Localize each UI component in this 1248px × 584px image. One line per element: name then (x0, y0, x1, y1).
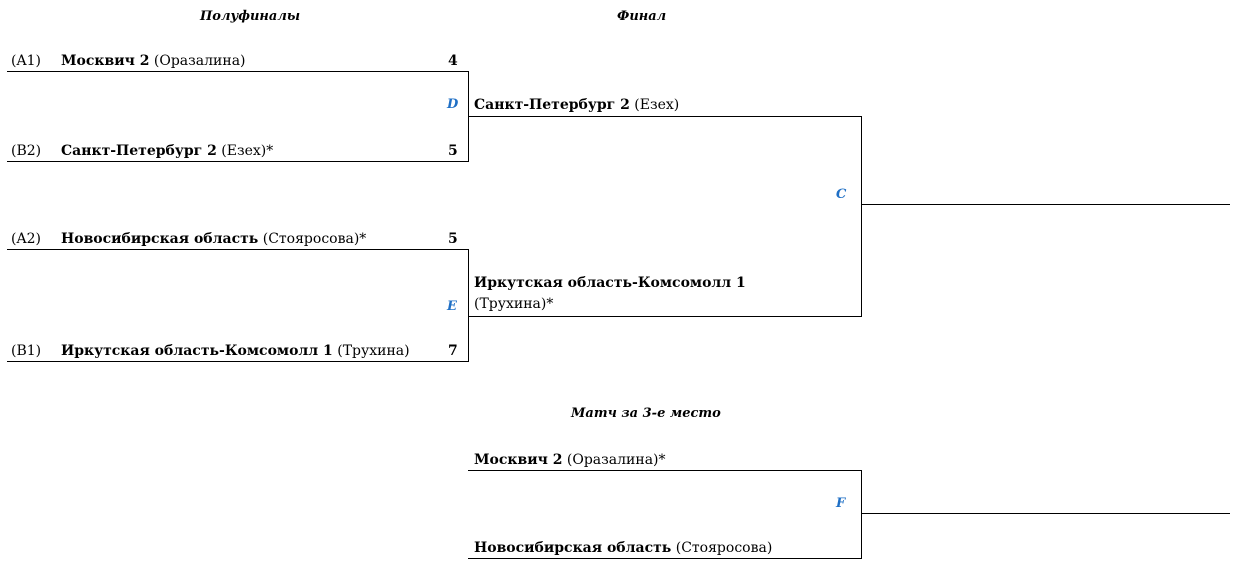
seed-label: (A2) (11, 231, 41, 247)
score: 4 (448, 53, 458, 69)
third-place-winner-line (861, 513, 1230, 514)
team-name: Новосибирская область (474, 540, 672, 556)
player-name: (Стояросова) (675, 540, 773, 556)
score: 7 (448, 343, 458, 359)
team-name: Москвич 2 (61, 53, 150, 69)
player-name: (Трухина) (337, 343, 410, 359)
third-place-entry-2: Новосибирская область (Стояросова) (474, 539, 772, 557)
bracket-line (7, 249, 469, 250)
bracket-line (7, 161, 469, 162)
team-label: Новосибирская область (Стояросова)* (61, 230, 366, 248)
third-place-header: Матч за 3-е место (571, 406, 721, 421)
champion-line (861, 204, 1230, 205)
player-name: (Езех)* (221, 143, 274, 159)
team-name: Санкт-Петербург 2 (474, 97, 630, 113)
bracket-connector (861, 116, 862, 317)
game-id-c: C (836, 187, 847, 202)
player-name: (Оразалина) (153, 53, 246, 69)
bracket-connector (861, 470, 862, 559)
semifinals-header: Полуфиналы (200, 9, 301, 24)
third-place-entry-1: Москвич 2 (Оразалина)* (474, 451, 666, 469)
score: 5 (448, 231, 458, 247)
final-entry-1: Санкт-Петербург 2 (Езех) (474, 96, 679, 114)
bracket-line (468, 470, 862, 471)
player-name: (Трухина)* (474, 296, 554, 312)
player-name: (Стояросова)* (262, 231, 367, 247)
player-name: (Оразалина)* (566, 452, 666, 468)
score: 5 (448, 143, 458, 159)
team-name: Москвич 2 (474, 452, 563, 468)
team-name: Новосибирская область (61, 231, 259, 247)
bracket-line (468, 116, 862, 117)
bracket-line (7, 71, 469, 72)
bracket-line (468, 316, 862, 317)
team-label: Москвич 2 (Оразалина) (61, 52, 246, 70)
seed-label: (B1) (11, 343, 42, 359)
team-name: Иркутская область-Комсомолл 1 (474, 275, 746, 291)
game-id-f: F (836, 496, 846, 511)
bracket-line (468, 558, 862, 559)
player-name: (Езех) (634, 97, 680, 113)
seed-label: (B2) (11, 143, 42, 159)
team-name: Иркутская область-Комсомолл 1 (61, 343, 333, 359)
bracket-connector (468, 249, 469, 362)
bracket-line (7, 361, 469, 362)
game-id-e: E (447, 299, 457, 314)
game-id-d: D (447, 97, 459, 112)
seed-label: (A1) (11, 53, 41, 69)
team-name: Санкт-Петербург 2 (61, 143, 217, 159)
final-header: Финал (617, 9, 667, 24)
team-label: Иркутская область-Комсомолл 1 (Трухина) (61, 342, 410, 360)
team-label: Санкт-Петербург 2 (Езех)* (61, 142, 273, 160)
